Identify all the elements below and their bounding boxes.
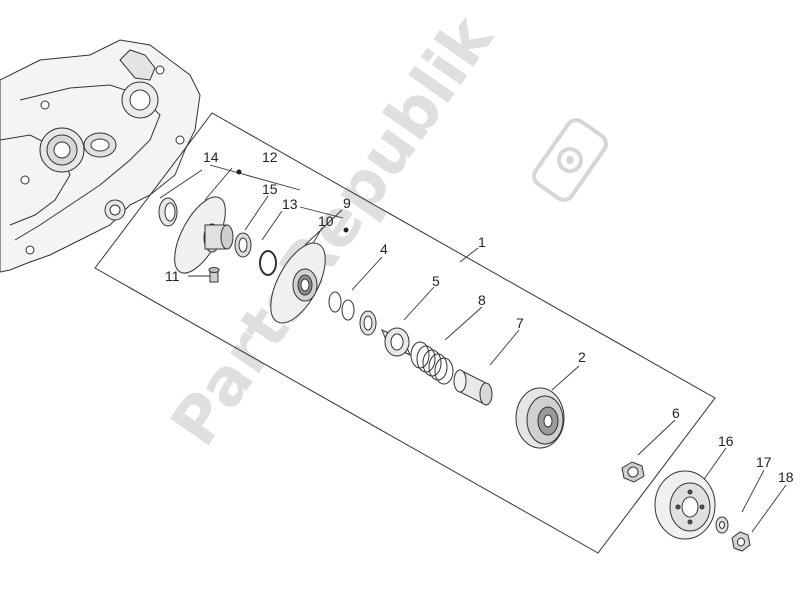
fixed-driven-face	[174, 196, 234, 274]
leader-lines	[159, 167, 787, 533]
callout-7: 7	[516, 315, 524, 331]
callout-labels: 1 2 4 5 6 7 8 9 10 11 12 13 14 15 16 17 …	[165, 149, 794, 485]
clutch-bell	[654, 470, 716, 540]
subgroup-9-dot	[343, 227, 349, 233]
callout-15: 15	[262, 181, 278, 197]
subgroup-12-outline	[209, 164, 301, 191]
circlip	[259, 250, 277, 276]
oil-seal	[158, 197, 178, 227]
callout-4: 4	[380, 241, 388, 257]
callout-5: 5	[432, 273, 440, 289]
spring-sleeve	[453, 369, 493, 406]
callout-13: 13	[282, 196, 298, 212]
callout-14: 14	[203, 149, 219, 165]
callout-8: 8	[478, 292, 486, 308]
callout-10: 10	[318, 213, 334, 229]
movable-driven-face	[270, 242, 326, 324]
guide-collar	[381, 327, 411, 357]
assembly-outline	[94, 112, 716, 554]
callout-9: 9	[343, 195, 351, 211]
callout-2: 2	[578, 349, 586, 365]
callout-6: 6	[672, 405, 680, 421]
gear-icon	[532, 118, 608, 202]
needle-bearing	[234, 232, 252, 258]
clutch-assembly	[515, 387, 565, 449]
washer	[715, 516, 729, 534]
callout-17: 17	[756, 454, 772, 470]
crankcase-housing	[0, 39, 201, 273]
seal-ring	[359, 310, 377, 336]
callout-18: 18	[778, 469, 794, 485]
clutch-nut	[621, 461, 645, 483]
clutch-spring	[410, 341, 454, 385]
callout-16: 16	[718, 433, 734, 449]
o-rings	[328, 291, 355, 321]
subgroup-14-dot	[236, 169, 242, 175]
callout-1: 1	[478, 234, 486, 250]
screw-part	[208, 267, 220, 283]
flange-nut	[731, 531, 751, 552]
callout-12: 12	[262, 149, 278, 165]
callout-11: 11	[165, 268, 180, 284]
